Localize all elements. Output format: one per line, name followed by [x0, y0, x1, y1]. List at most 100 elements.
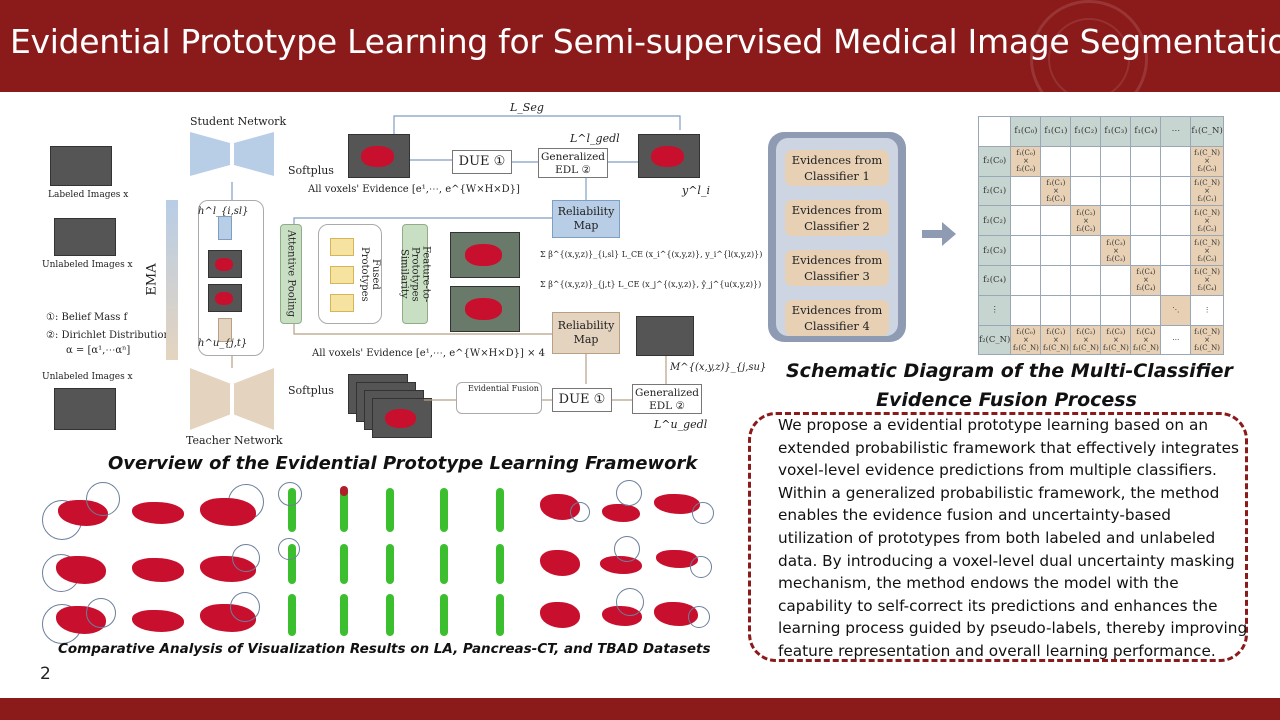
reliability-map-bottom-box: Reliability Map — [552, 312, 620, 354]
tbad-vessel-r2c2 — [340, 544, 348, 584]
softplus-top-label: Softplus — [288, 164, 334, 177]
viz-circle — [688, 606, 710, 628]
matrix-col-header: f₁(C₁) — [1040, 116, 1072, 147]
matrix-cell-last-row: f₁(C₄)×f₂(C_N) — [1130, 324, 1162, 356]
matrix-col-header: f₁(C₃) — [1100, 116, 1132, 147]
prototype-block-1 — [330, 238, 354, 256]
matrix-row-header: f₂(C_N) — [977, 324, 1012, 356]
h-sl-label: h^l_{i,sl} — [198, 206, 249, 217]
matrix-col-header: ⋯ — [1160, 116, 1192, 147]
tbad-vessel-r2c3 — [386, 544, 394, 584]
university-seal-inner-ring — [1048, 18, 1130, 100]
fusion-matrix: f₁(C₀) f₁(C₁) f₁(C₂) f₁(C₃) f₁(C₄) ⋯ f₁(… — [977, 116, 1224, 356]
softplus-bottom-label: Softplus — [288, 384, 334, 397]
matrix-corner — [977, 116, 1012, 147]
framework-caption: Overview of the Evidential Prototype Lea… — [108, 453, 698, 474]
la-segmentation-r3c2 — [132, 610, 184, 632]
l-gedl-bottom-label: L^u_gedl — [654, 418, 708, 431]
y-l-label: y^l_i — [682, 184, 710, 197]
student-network-label: Student Network — [190, 115, 287, 128]
due-bottom-box: DUE ① — [552, 388, 612, 412]
matrix-row-header: f₂(C₃) — [977, 235, 1012, 266]
matrix-row-header: ⋮ — [977, 294, 1012, 326]
student-prediction-cube — [348, 134, 410, 178]
evidential-fusion-panel — [456, 382, 542, 414]
prototype-block-2 — [330, 266, 354, 284]
legend-alpha: α = [α¹,⋯αⁿ] — [66, 345, 131, 356]
tbad-vessel-r1c2 — [340, 488, 348, 532]
tbad-vessel-r3c4 — [440, 594, 448, 636]
tbad-vessel-r1c5 — [496, 488, 504, 532]
student-feature-cube — [208, 250, 242, 278]
l-seg-label: L_Seg — [510, 101, 544, 114]
unlabeled-image-cube-2 — [54, 388, 116, 430]
feature-similarity-box: Feature-to-Prototypes Similarity — [399, 224, 432, 324]
matrix-cell-ellipsis: ⋯ — [1160, 324, 1192, 356]
matrix-row-header: f₂(C₂) — [977, 205, 1012, 237]
attentive-pooling-box: Attentive Pooling — [280, 224, 302, 324]
viz-circle — [690, 556, 712, 578]
pancreas-segmentation-r2c3 — [656, 550, 698, 568]
legend-belief-mass: ①: Belief Mass f — [46, 312, 128, 323]
student-similarity-cube — [450, 232, 520, 278]
visualization-grid — [40, 478, 720, 644]
teacher-similarity-cube — [450, 286, 520, 332]
evidence-classifier-4: Evidences from Classifier 4 — [785, 300, 889, 336]
viz-circle — [570, 502, 590, 522]
viz-circle — [230, 592, 260, 622]
matrix-cell-last-col: f₁(C_N)×f₂(C₃) — [1190, 235, 1224, 266]
tbad-vessel-r3c1 — [288, 594, 296, 636]
footer-bar — [0, 698, 1280, 720]
sum-bottom-formula: Σ β^{(x,y,z)}_{j,t} L_CE (x_j^{(x,y,z)},… — [540, 280, 762, 289]
gen-edl-top-box: Generalized EDL ② — [538, 148, 608, 178]
tbad-vessel-r1c3 — [386, 488, 394, 532]
pancreas-segmentation-r1c2 — [602, 504, 640, 522]
title-banner: Evidential Prototype Learning for Semi-s… — [0, 0, 1280, 118]
feature-block-student — [218, 216, 232, 240]
viz-circle — [692, 502, 714, 524]
viz-circle — [278, 482, 302, 506]
matrix-cell-last-col: f₁(C_N)×f₂(C₁) — [1190, 175, 1224, 207]
tbad-vessel-r2c5 — [496, 544, 504, 584]
tbad-vessel-r3c5 — [496, 594, 504, 636]
viz-circle — [616, 588, 644, 616]
pancreas-segmentation-r2c1 — [540, 550, 580, 576]
legend-dirichlet: ②: Dirichlet Distribution — [46, 330, 170, 341]
m-su-label: M^{(x,y,z)}_{j,su} — [670, 362, 767, 373]
matrix-cell-last-col: f₁(C_N)×f₂(C₀) — [1190, 145, 1224, 177]
teacher-network-label: Teacher Network — [186, 434, 283, 447]
unlabeled-image-cube — [54, 218, 116, 256]
pancreas-segmentation-r1c3 — [654, 494, 700, 514]
due-top-box: DUE ① — [452, 150, 512, 174]
matrix-cell-last-row: f₁(C₂)×f₂(C_N) — [1070, 324, 1102, 356]
la-segmentation-r1c2 — [132, 502, 184, 524]
matrix-cell-last-col: f₁(C_N)×f₂(C₄) — [1190, 264, 1224, 296]
matrix-cell-last-row: f₁(C₀)×f₂(C_N) — [1010, 324, 1042, 356]
ground-truth-cube — [638, 134, 700, 178]
evidence-classifier-1: Evidences from Classifier 1 — [785, 150, 889, 186]
unlabeled-images-label-1: Unlabeled Images x — [42, 260, 133, 270]
l-gedl-top-label: L^l_gedl — [570, 132, 620, 145]
gen-edl-bottom-box: Generalized EDL ② — [632, 384, 702, 414]
matrix-row-header: f₂(C₁) — [977, 175, 1012, 207]
evidence-classifier-3: Evidences from Classifier 3 — [785, 250, 889, 286]
viz-circle — [614, 536, 640, 562]
fusion-caption-line1: Schematic Diagram of the Multi-Classifie… — [786, 360, 1233, 382]
matrix-col-header: f₁(C₀) — [1010, 116, 1042, 147]
tbad-vessel-r2c4 — [440, 544, 448, 584]
evidential-fusion-label: Evidential Fusion — [468, 384, 539, 393]
labeled-image-cube — [50, 146, 112, 186]
tbad-vessel-r3c2 — [340, 594, 348, 636]
pancreas-segmentation-r3c1 — [540, 602, 580, 628]
viz-circle — [278, 538, 300, 560]
sum-top-formula: Σ β^{(x,y,z)}_{i,sl} L_CE (x_i^{(x,y,z)}… — [540, 250, 763, 259]
teacher-prediction-stack-4 — [372, 398, 432, 438]
h-t-label: h^u_{j,t} — [198, 338, 248, 349]
labeled-images-label: Labeled Images x — [48, 190, 129, 200]
la-segmentation-r1c3 — [200, 498, 256, 526]
matrix-cell-last-row: f₁(C₁)×f₂(C_N) — [1040, 324, 1072, 356]
reliability-map-top-box: Reliability Map — [552, 200, 620, 238]
matrix-row-header: f₂(C₀) — [977, 145, 1012, 177]
matrix-col-header: f₁(C₄) — [1130, 116, 1162, 147]
fusion-caption-line2: Evidence Fusion Process — [876, 389, 1137, 411]
